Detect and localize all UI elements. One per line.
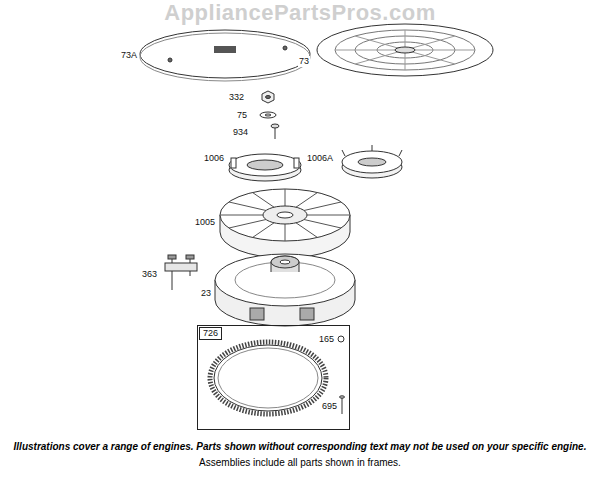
callout-number: 1006A bbox=[306, 153, 334, 164]
callout-number: 75 bbox=[236, 110, 248, 121]
callout-number: 332 bbox=[228, 92, 245, 103]
rotating-screen bbox=[317, 24, 493, 76]
cooling-fan bbox=[220, 189, 350, 258]
callout-number: 23 bbox=[200, 288, 212, 299]
bolt bbox=[271, 124, 279, 128]
nut bbox=[262, 91, 274, 103]
assembly-frame: 165 695 726 bbox=[197, 325, 350, 430]
flywheel bbox=[215, 254, 355, 326]
callout-number: 73 bbox=[298, 56, 310, 67]
blower-plate bbox=[140, 30, 310, 78]
callout-number: 73A bbox=[120, 50, 138, 61]
callout-number: 165 bbox=[318, 334, 335, 345]
callout-number: 726 bbox=[203, 328, 218, 338]
watermark: AppliancePartsPros.com bbox=[0, 0, 600, 26]
starter-cup-alt bbox=[342, 145, 402, 178]
callout-number: 363 bbox=[141, 269, 158, 280]
callout-number: 934 bbox=[232, 127, 249, 138]
callout-number: 1006 bbox=[203, 153, 225, 164]
lock-washer bbox=[338, 336, 344, 342]
note-text: Illustrations cover a range of engines. … bbox=[2, 440, 598, 453]
washer bbox=[260, 112, 276, 118]
starter-cup bbox=[229, 154, 301, 181]
pin bbox=[340, 396, 345, 414]
callout-number: 695 bbox=[321, 401, 338, 412]
note-text: Assemblies include all parts shown in fr… bbox=[2, 456, 598, 469]
brake-bracket bbox=[165, 255, 197, 290]
callout-number: 1005 bbox=[194, 217, 216, 228]
assembly-tag: 726 bbox=[199, 327, 222, 340]
ring-gear bbox=[210, 342, 326, 414]
